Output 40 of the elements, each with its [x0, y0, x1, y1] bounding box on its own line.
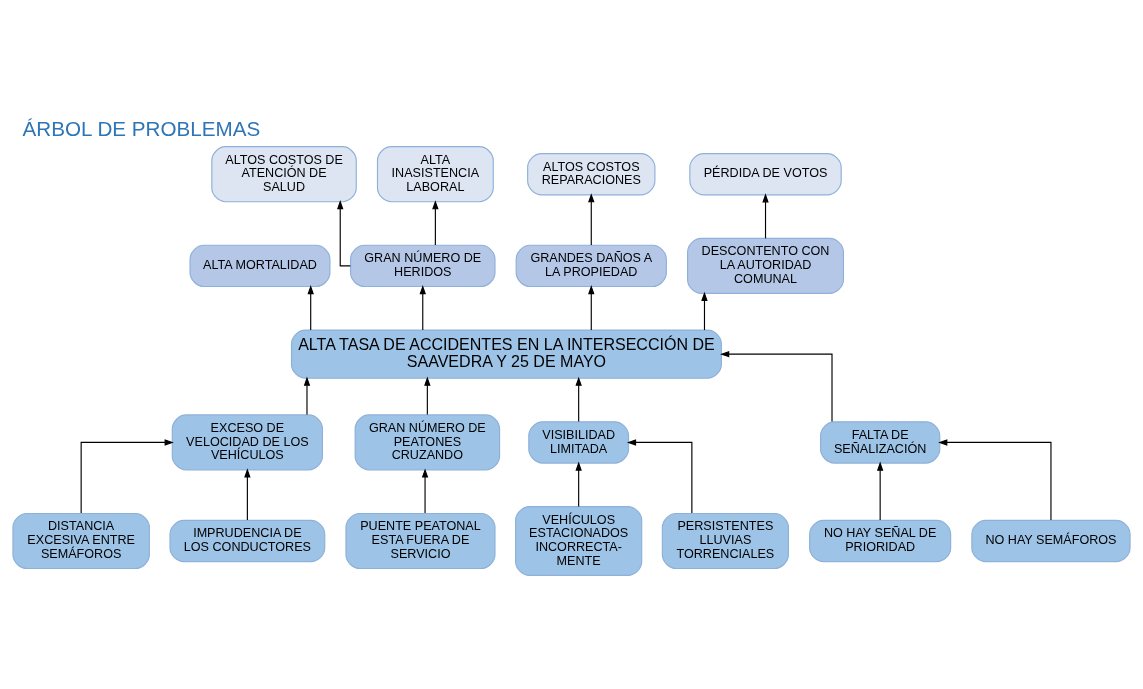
arrow	[626, 438, 693, 514]
arrow	[588, 192, 595, 246]
node-box: IMPRUDENCIA DE LOS CONDUCTORES	[169, 519, 326, 562]
node-box: EXCESO DE VELOCIDAD DE LOS VEHÍCULOS	[171, 413, 324, 471]
node-box: GRAN NÚMERO DE HERIDOS	[349, 244, 496, 287]
arrow	[588, 284, 595, 331]
arrow	[938, 438, 1052, 521]
node-box: ALTA TASA DE ACCIDENTES EN LA INTERSECCIÓN DE SAAVEDRA Y 25 DE MAYO	[290, 329, 722, 379]
node-box: GRAN NÚMERO DE PEATONES CRUZANDO	[354, 413, 501, 471]
arrow	[424, 376, 431, 415]
arrow	[244, 467, 251, 521]
node-box: PÉRDIDA DE VOTOS	[689, 152, 842, 195]
node-box: PUENTE PEATONAL ESTA FUERA DE SERVICIO	[345, 512, 496, 569]
node-box: ALTA INASISTENCIA LABORAL	[376, 145, 494, 202]
arrow	[419, 284, 426, 331]
node-box: DESCONTENTO CON LA AUTORIDAD COMUNAL	[687, 237, 845, 294]
arrow	[720, 350, 833, 422]
node-box: PERSISTENTES LLUVIAS TORRENCIALES	[661, 512, 790, 569]
node-box: VISIBILIDAD LIMITADA	[528, 420, 630, 464]
arrow	[432, 199, 439, 246]
arrow	[307, 284, 314, 331]
node-box: VEHÍCULOS ESTACIONADOS INCORRECTA- MENTE	[515, 505, 643, 576]
node-box: ALTA MORTALIDAD	[189, 244, 331, 287]
arrow	[701, 291, 708, 331]
diagram-title: ÁRBOL DE PROBLEMAS	[22, 116, 261, 140]
node-box: ALTOS COSTOS REPARACIONES	[527, 152, 656, 195]
arrow	[80, 438, 174, 514]
node-box: ALTOS COSTOS DE ATENCIÓN DE SALUD	[211, 145, 357, 202]
node-box: FALTA DE SEÑALIZACIÓN	[819, 420, 941, 464]
arrow	[421, 467, 429, 514]
node-box: NO HAY SEÑAL DE PRIORIDAD	[809, 519, 952, 562]
arrow	[575, 461, 582, 507]
node-box: GRANDES DAÑOS A LA PROPIEDAD	[515, 244, 667, 287]
arrow	[876, 461, 884, 521]
node-box: DISTANCIA EXCESIVA ENTRE SEMÁFOROS	[12, 512, 150, 569]
node-box: NO HAY SEMÁFOROS	[971, 519, 1131, 562]
arrow	[337, 199, 351, 266]
arrow	[762, 192, 769, 239]
arrow	[303, 376, 311, 415]
arrow	[575, 376, 582, 422]
